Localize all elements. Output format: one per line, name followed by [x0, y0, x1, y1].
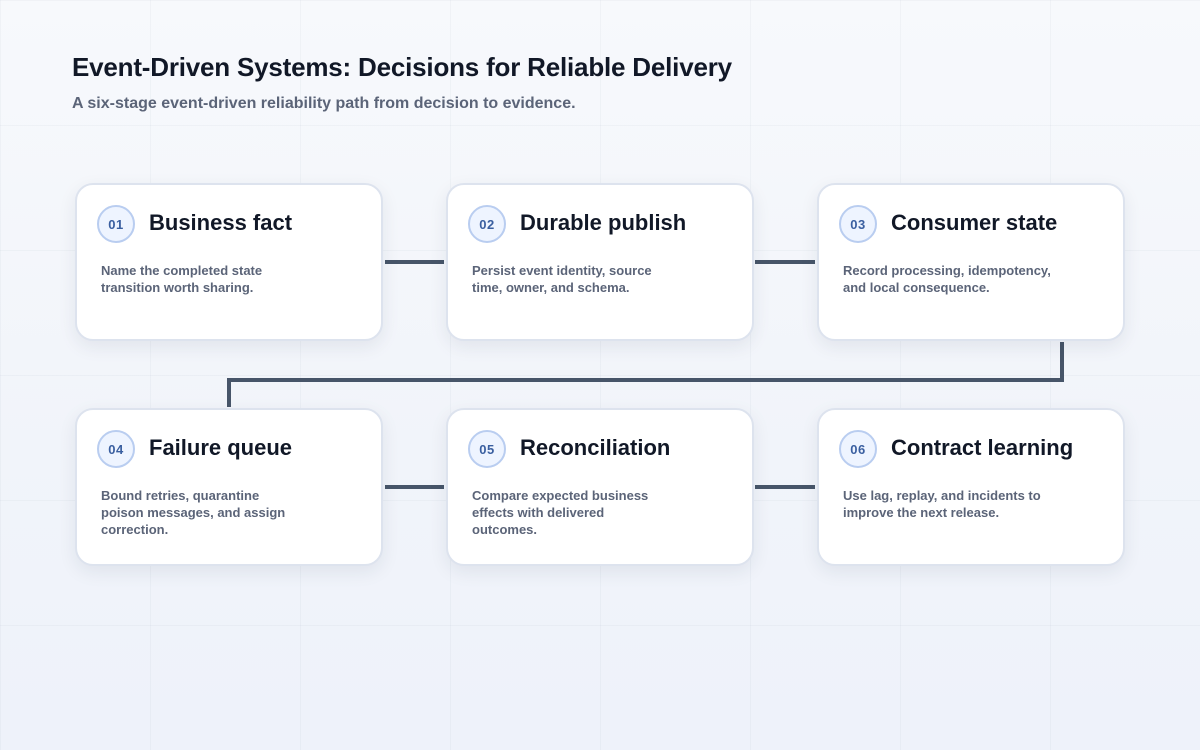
page-title: Event-Driven Systems: Decisions for Reli… [72, 52, 732, 82]
stage-title: Reconciliation [520, 435, 671, 460]
stage-card-05: 05 Reconciliation Compare expected busin… [446, 408, 754, 566]
stage-card-06: 06 Contract learning Use lag, replay, an… [817, 408, 1125, 566]
stage-card-02: 02 Durable publish Persist event identit… [446, 183, 754, 341]
stage-number-badge: 05 [468, 430, 506, 468]
page-subtitle: A six-stage event-driven reliability pat… [72, 95, 576, 112]
stage-number-badge: 03 [839, 205, 877, 243]
stage-card-04: 04 Failure queue Bound retries, quaranti… [75, 408, 383, 566]
stage-number-badge: 06 [839, 430, 877, 468]
stage-title: Failure queue [149, 435, 293, 460]
stage-description: Compare expected business effects with d… [472, 488, 649, 537]
stage-description: Bound retries, quarantine poison message… [101, 488, 286, 537]
stage-description: Name the completed state transition wort… [101, 263, 263, 295]
stage-description: Record processing, idempotency, and loca… [843, 263, 1051, 295]
stage-title: Business fact [149, 210, 293, 235]
stage-card-03: 03 Consumer state Record processing, ide… [817, 183, 1125, 341]
connector-03-04 [227, 342, 1064, 407]
stage-number-badge: 02 [468, 205, 506, 243]
stage-number-badge: 01 [97, 205, 135, 243]
stage-description: Persist event identity, source time, own… [472, 263, 652, 295]
stage-card-01: 01 Business fact Name the completed stat… [75, 183, 383, 341]
stage-title: Consumer state [891, 210, 1058, 235]
stage-description: Use lag, replay, and incidents to improv… [843, 488, 1041, 520]
stage-number-badge: 04 [97, 430, 135, 468]
stage-title: Durable publish [520, 210, 687, 235]
stage-title: Contract learning [891, 435, 1074, 460]
